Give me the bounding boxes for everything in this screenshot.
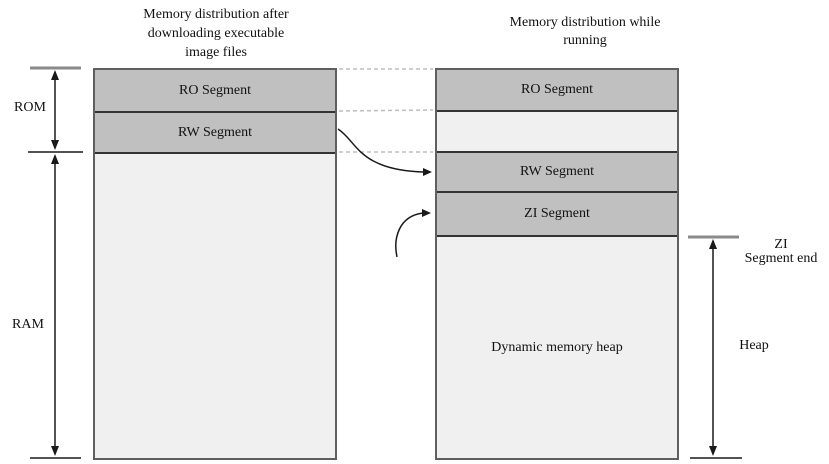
- rom-label: ROM: [14, 100, 46, 115]
- left-rw-segment: RW Segment: [95, 113, 335, 154]
- right-ro-segment-label: RO Segment: [521, 82, 593, 97]
- right-empty-gap: [437, 112, 677, 153]
- ram-dimension-arrow: [30, 154, 81, 459]
- dashed-connector-lines: [338, 68, 434, 153]
- left-memory-column: RO Segment RW Segment: [93, 68, 337, 460]
- zi-pointer-arrow: [395, 209, 431, 258]
- zi-segment-end-label: ZI Segment end: [744, 237, 818, 266]
- left-column-title: Memory distribution after downloading ex…: [143, 7, 289, 60]
- right-zi-segment-label: ZI Segment: [524, 206, 590, 221]
- right-zi-segment: ZI Segment: [437, 193, 677, 237]
- heap-label: Heap: [739, 338, 769, 353]
- rw-move-arrow: [337, 128, 432, 176]
- dynamic-memory-heap-label: Dynamic memory heap: [491, 339, 623, 355]
- right-ro-segment: RO Segment: [437, 70, 677, 112]
- left-ro-segment-label: RO Segment: [179, 82, 251, 98]
- right-heap-area: Dynamic memory heap: [437, 237, 677, 458]
- right-rw-segment: RW Segment: [437, 153, 677, 193]
- left-empty-ram-area: [95, 154, 335, 458]
- right-memory-column: RO Segment RW Segment ZI Segment Dynamic…: [435, 68, 679, 460]
- ram-label: RAM: [12, 317, 44, 332]
- right-column-title: Memory distribution while running: [509, 15, 661, 48]
- left-rw-segment-label: RW Segment: [177, 124, 253, 140]
- right-rw-segment-label: RW Segment: [519, 164, 595, 179]
- left-ro-segment: RO Segment: [95, 70, 335, 113]
